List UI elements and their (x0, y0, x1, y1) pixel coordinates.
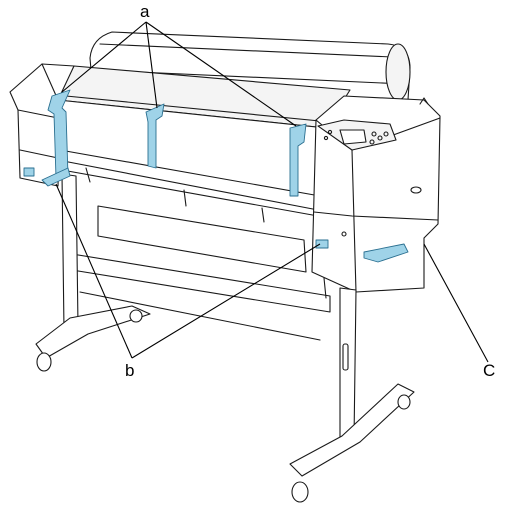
tape-a-right (289, 123, 307, 197)
tape-left-side (23, 167, 35, 177)
callout-label-c: C (483, 361, 495, 380)
tape-c (363, 243, 409, 263)
front-cover (57, 65, 351, 223)
tape-b-left (41, 167, 71, 187)
leader-b-right (131, 243, 321, 359)
leader-a-left (61, 21, 147, 93)
tape-a-center (145, 103, 165, 169)
leader-a-center (145, 21, 158, 109)
tape-b-right (315, 239, 329, 249)
leader-c (423, 243, 489, 363)
control-panel (317, 119, 397, 151)
leader-lines (55, 21, 489, 363)
protective-tapes (23, 89, 409, 263)
callout-label-a: a (140, 2, 150, 21)
callout-label-b: b (125, 361, 134, 380)
stand (35, 173, 415, 503)
leader-a-right (145, 21, 297, 127)
leader-b-left (55, 183, 133, 359)
